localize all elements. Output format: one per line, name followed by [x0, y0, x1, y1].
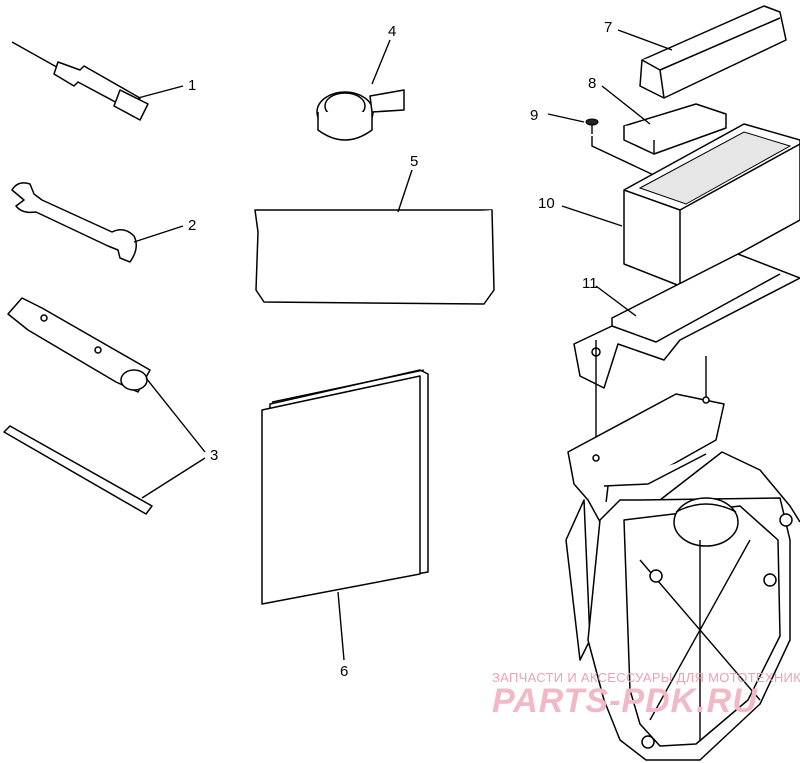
- wrench-part: [11, 182, 137, 263]
- callout-10: 10: [538, 195, 555, 212]
- callout-3: 3: [210, 447, 218, 464]
- callout-2: 2: [188, 217, 196, 234]
- engine-housing-part: [565, 393, 800, 761]
- box-lid-part: [639, 5, 787, 99]
- callout-7: 7: [604, 19, 612, 36]
- tool-pouch-part: [254, 209, 495, 305]
- callout-6: 6: [340, 663, 348, 680]
- callout-4: 4: [388, 23, 396, 40]
- tool-box-part: [623, 123, 800, 287]
- screwdriver-part: [11, 41, 149, 121]
- watermark-logo: PARTS-PDK.RU: [492, 682, 758, 720]
- callout-9: 9: [530, 107, 538, 124]
- tube-wrench-part: [7, 297, 151, 393]
- callout-1: 1: [188, 77, 196, 94]
- callout-8: 8: [588, 75, 596, 92]
- screw-part: [585, 118, 599, 134]
- owner-manual-part: [261, 369, 429, 605]
- callout-11: 11: [582, 275, 598, 292]
- rod-part: [3, 425, 153, 515]
- tape-roll-part: [316, 89, 405, 141]
- watermark-tagline: ЗАПЧАСТИ И АКСЕССУАРЫ ДЛЯ МОТОТЕХНИКИ: [492, 670, 800, 685]
- callout-5: 5: [410, 153, 418, 170]
